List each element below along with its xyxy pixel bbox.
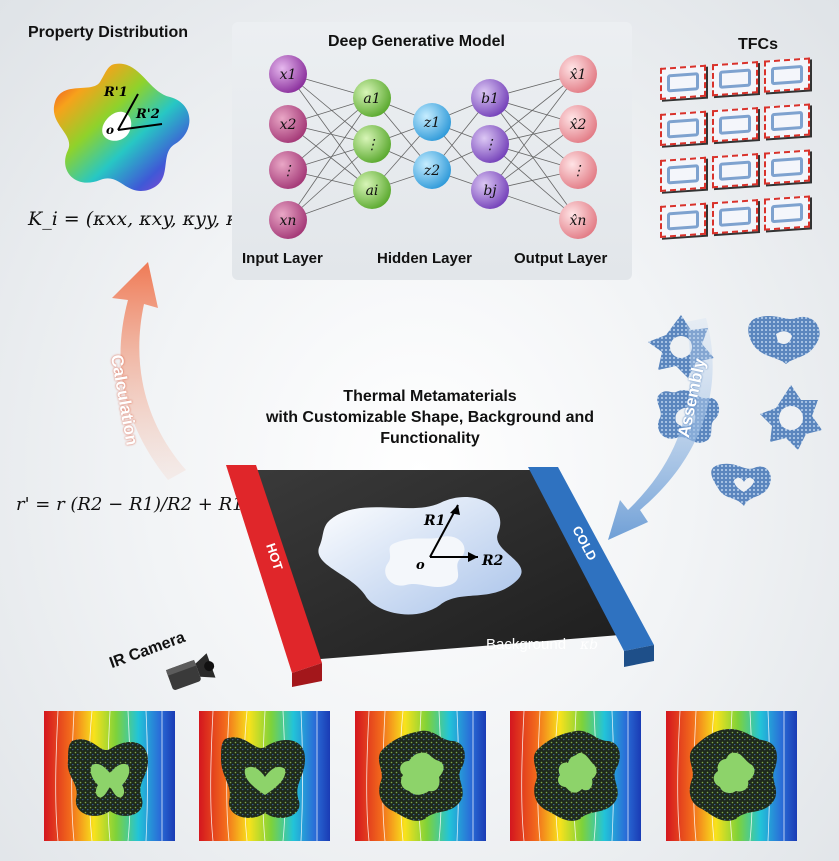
output-layer-label: Output Layer: [514, 250, 608, 267]
neural-network-diagram: x1 x2 ⋮ xn a1 ⋮ ai z1 z2 b1 ⋮ bj x̂1 x̂2 ⋮ x̂n: [269, 55, 597, 239]
mapping-formula: r' = r (R2 − R1)/R2 + R1: [16, 494, 244, 515]
cold-bar: [528, 467, 654, 651]
input-layer-label: Input Layer: [242, 250, 323, 267]
ir-panel-butterfly-2: [199, 711, 330, 841]
r-prime-2-label: R'2: [135, 107, 160, 122]
input-node-label: x2: [280, 117, 297, 133]
center-title: Thermal Metamaterials with Customizable …: [180, 386, 680, 449]
input-node-label: x1: [280, 67, 297, 83]
latent-z-node: [413, 103, 451, 141]
latent-z-node-label: z2: [423, 163, 440, 179]
output-node: [559, 151, 597, 189]
input-node-label: xn: [280, 213, 297, 229]
assembly-arrow: [608, 318, 713, 540]
property-distribution-title: Property Distribution: [28, 24, 189, 41]
hot-bar-side: [292, 663, 322, 687]
input-node: [269, 55, 307, 93]
hidden-b-node-label: b1: [481, 91, 499, 107]
input-node: [269, 201, 307, 239]
hidden-a-node: [353, 125, 391, 163]
r1-label: R1: [423, 513, 445, 529]
nn-edge: [287, 97, 373, 221]
output-node-label: x̂n: [570, 213, 587, 229]
nn-edge: [489, 143, 579, 221]
nn-edge: [489, 97, 579, 221]
latent-z-node-label: z1: [423, 115, 440, 131]
origin-label-small: o: [106, 123, 114, 137]
kappa-formula: K_i = (κxx, κxy, κyy, κb): [28, 208, 259, 230]
hidden-b-node: [471, 125, 509, 163]
center-title-line-1: Thermal Metamaterials: [343, 388, 517, 405]
input-node: [269, 151, 307, 189]
hidden-a-node-label: ⋮: [365, 137, 379, 153]
hidden-a-node-label: ai: [366, 183, 379, 199]
center-title-line-3: Functionality: [380, 430, 480, 447]
assembly-heart-shape: [711, 463, 771, 506]
origin-label: o: [416, 558, 425, 573]
latent-z-node: [413, 151, 451, 189]
input-node: [269, 105, 307, 143]
inner-blob: [385, 536, 465, 587]
hidden-a-node-label: a1: [363, 91, 380, 107]
assembly-gear-shape: [760, 385, 822, 450]
hidden-b-node: [471, 79, 509, 117]
ir-panel-butterfly-1: [44, 711, 175, 841]
r2-label: R2: [481, 553, 504, 569]
kappa-b-label: κb: [579, 637, 598, 653]
ir-panel-flower-2: [510, 711, 641, 841]
calculation-arrow: [112, 262, 186, 480]
background-label: Background: [486, 636, 566, 653]
hot-bar: [226, 465, 322, 673]
hidden-layer-label: Hidden Layer: [377, 250, 473, 267]
metamaterial-plate: R1 R2 o HOT COLD Background κb: [226, 465, 654, 687]
output-node: [559, 201, 597, 239]
output-node-label: ⋮: [571, 163, 585, 179]
ir-panel-flower-1: [355, 711, 486, 841]
output-node-label: x̂2: [570, 117, 587, 133]
cold-bar-side: [624, 645, 654, 667]
output-node: [559, 55, 597, 93]
nn-edge: [287, 73, 373, 191]
hidden-a-node: [353, 79, 391, 117]
hidden-b-node-label: ⋮: [483, 137, 497, 153]
hidden-a-node: [353, 171, 391, 209]
nn-edge: [489, 73, 579, 191]
tfcs-title: TFCs: [738, 36, 778, 53]
ir-panel-flower-3: [666, 711, 797, 841]
output-node: [559, 105, 597, 143]
assembly-butterfly-shape: [748, 316, 820, 364]
rainbow-flower-shape: R'1 R'2 o: [53, 63, 190, 191]
hidden-b-node-label: bj: [483, 183, 497, 199]
input-node-label: ⋮: [281, 163, 295, 179]
center-title-line-2: with Customizable Shape, Background and: [265, 409, 595, 426]
r-prime-1-label: R'1: [103, 85, 128, 100]
ir-camera-icon: [165, 653, 216, 690]
hidden-b-node: [471, 171, 509, 209]
output-node-label: x̂1: [570, 67, 587, 83]
generative-model-title: Deep Generative Model: [328, 33, 505, 50]
